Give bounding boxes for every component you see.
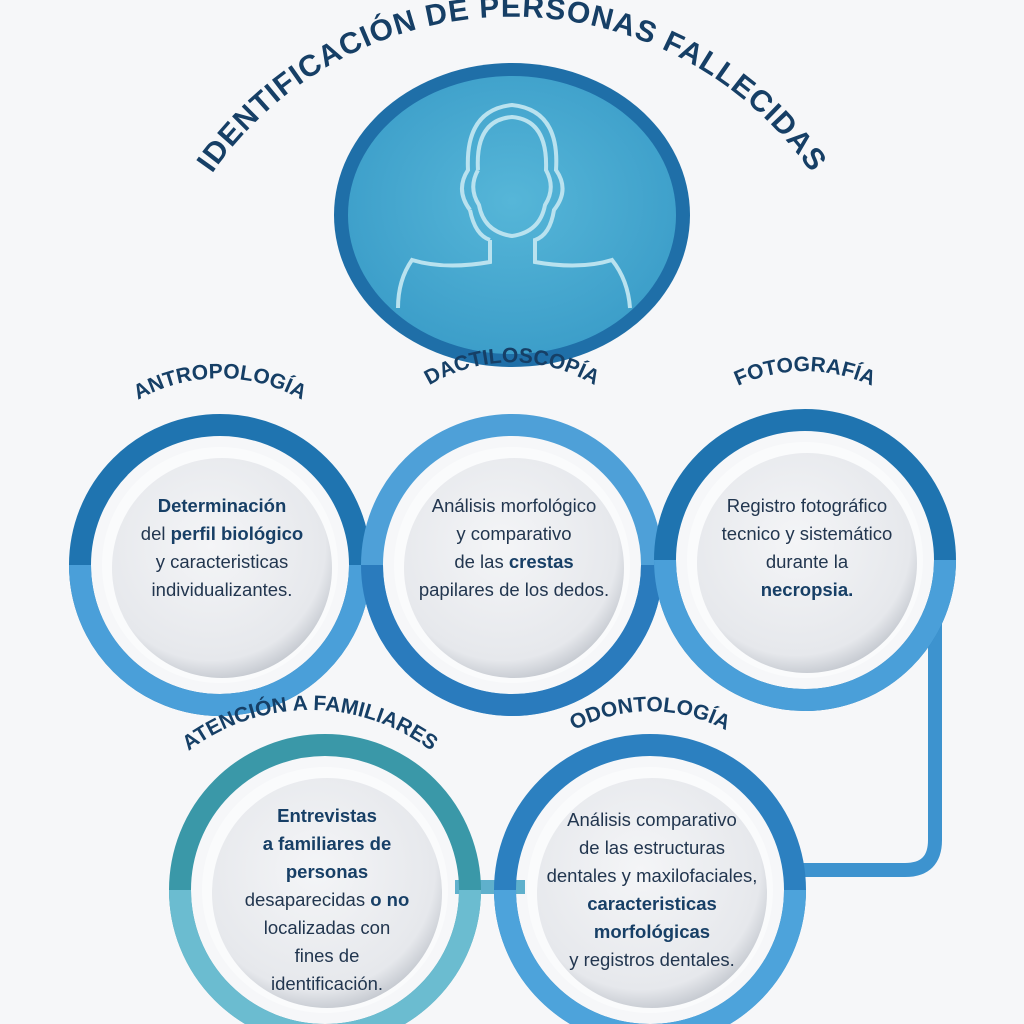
text-segment: tecnico y sistemático [721,523,893,544]
main-person-circle [334,63,690,367]
text-segment: y comparativo [456,523,572,544]
node-description-fotografia: Registro fotográfico tecnico y sistemátic… [697,492,917,604]
text-segment: Análisis comparativo [567,809,737,830]
node-description-antropologia: Determinación del perfil biológico y carac… [112,492,332,604]
description-line: y comparativo [404,520,624,548]
bold-text: caracteristicas [587,893,717,914]
person-silhouette-icon [396,102,632,309]
description-line: durante la [697,548,917,576]
bold-text: a familiares de [262,833,392,854]
description-line: Análisis comparativo [532,806,772,834]
bold-text: o no [370,889,410,910]
description-line: caracteristicas [532,890,772,918]
description-line: papilares de los dedos. [404,576,624,604]
description-line: fines de [217,942,437,970]
text-segment: Registro fotográfico [726,495,888,516]
description-line: tecnico y sistemático [697,520,917,548]
node-title-antropologia: ANTROPOLOGÍA [130,360,311,404]
bold-text: personas [285,861,369,882]
description-line: individualizantes. [112,576,332,604]
node-circle-atencion [169,734,481,1024]
text-segment: identificación. [270,973,384,994]
text-segment: del [140,523,171,544]
description-line: morfológicas [532,918,772,946]
connector-fotografia-odontologia [790,620,942,877]
node-circle-antropologia [69,414,371,716]
description-line: de las crestas [404,548,624,576]
text-segment: de las [454,551,509,572]
text-segment: durante la [765,551,849,572]
description-line: personas [217,858,437,886]
description-line: dentales y maxilofaciales, [532,862,772,890]
text-segment: fines de [294,945,360,966]
description-line: y registros dentales. [532,946,772,974]
text-segment: dentales y maxilofaciales, [546,865,758,886]
text-segment: y caracteristicas [155,551,289,572]
node-description-odontologia: Análisis comparativo de las estructuras de… [532,806,772,974]
bold-text: Entrevistas [277,805,377,826]
node-title-odontologia: ODONTOLOGÍA [566,693,734,735]
description-line: de las estructuras [532,834,772,862]
text-segment: de las estructuras [578,837,725,858]
description-line: desaparecidas o no [217,886,437,914]
text-segment: y registros dentales. [569,949,735,970]
text-segment: papilares de los dedos. [418,579,610,600]
bold-text: Determinación [157,495,287,516]
description-line: Registro fotográfico [697,492,917,520]
bold-text: perfil biológico [170,523,304,544]
node-circle-fotografia [654,409,956,711]
description-line: necropsia. [697,576,917,604]
text-segment: localizadas con [263,917,391,938]
node-circle-odontologia [494,734,806,1024]
text-segment: individualizantes. [151,579,293,600]
bold-text: necropsia. [760,579,854,600]
description-line: Determinación [112,492,332,520]
node-title-fotografia: FOTOGRAFÍA [731,353,879,390]
description-line: y caracteristicas [112,548,332,576]
description-line: Análisis morfológico [404,492,624,520]
description-line: Entrevistas [217,802,437,830]
description-line: a familiares de [217,830,437,858]
bold-text: crestas [508,551,574,572]
node-description-atencion: Entrevistas a familiares de personas desapa… [217,802,437,998]
description-line: localizadas con [217,914,437,942]
description-line: identificación. [217,970,437,998]
node-description-dactiloscopia: Análisis morfológico y comparativo de las … [404,492,624,604]
text-segment: Análisis morfológico [431,495,597,516]
node-circle-dactiloscopia [361,414,663,716]
bold-text: morfológicas [593,921,711,942]
description-line: del perfil biológico [112,520,332,548]
text-segment: desaparecidas [244,889,371,910]
